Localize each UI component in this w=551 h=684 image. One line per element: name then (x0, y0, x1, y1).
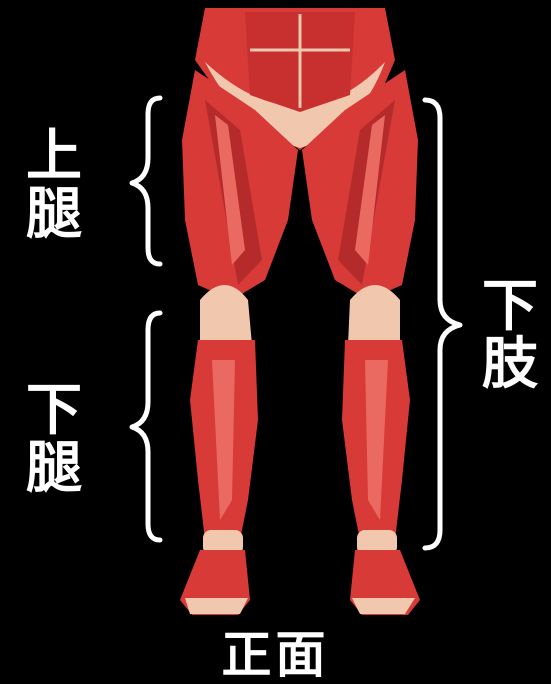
legs-front-view (180, 8, 420, 615)
lower-leg-label-char-1: 下 (22, 382, 86, 440)
thigh-brace (132, 98, 160, 264)
lower-limb-label-char-1: 下 (478, 278, 542, 336)
lower-leg-label-char-2: 腿 (22, 440, 86, 498)
view-label: 正面 (0, 628, 551, 682)
lower-leg-brace (132, 313, 160, 540)
thigh-label: 上 腿 (22, 128, 86, 244)
thigh-label-char-2: 腿 (22, 186, 86, 244)
lower-limb-brace (425, 100, 460, 548)
lower-limb-label-char-2: 肢 (478, 336, 542, 394)
lower-limb-label: 下 肢 (478, 278, 542, 394)
lower-leg-label: 下 腿 (22, 382, 86, 498)
thigh-label-char-1: 上 (22, 128, 86, 186)
